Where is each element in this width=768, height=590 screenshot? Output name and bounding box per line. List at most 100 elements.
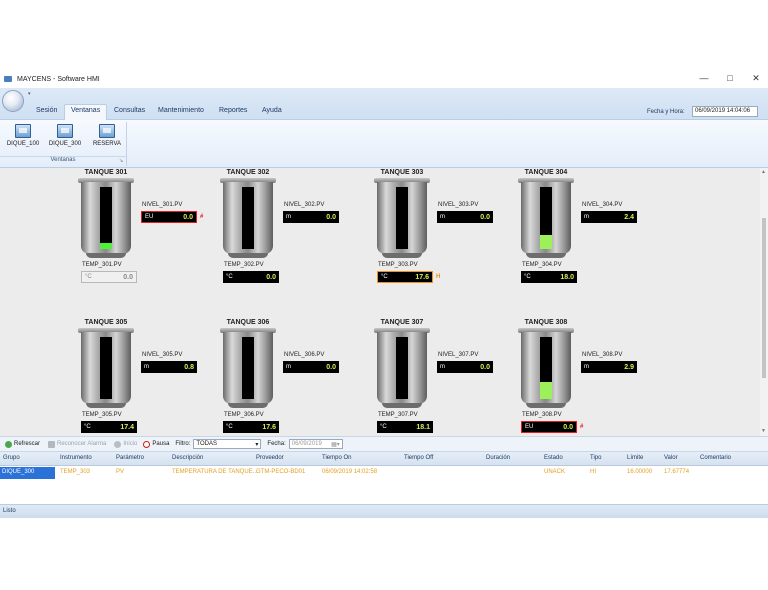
level-tag-label: NIVEL_303.PV bbox=[438, 202, 479, 208]
tab-reportes[interactable]: Reportes bbox=[219, 107, 248, 114]
datetime-field[interactable]: 06/09/2019 14:04:06 bbox=[692, 106, 758, 117]
temp-value-display[interactable]: °C 17.4 bbox=[81, 421, 137, 433]
date-label: Fecha: bbox=[267, 441, 286, 447]
vertical-scrollbar[interactable]: ▲ ▼ bbox=[760, 168, 768, 436]
level-value: 0.0 bbox=[480, 213, 490, 221]
tab-sesion[interactable]: Sesión bbox=[36, 107, 58, 114]
minimize-button[interactable]: — bbox=[699, 73, 709, 83]
window-title: MAYCENS - Software HMI bbox=[17, 75, 100, 83]
tank-graphic[interactable] bbox=[78, 328, 134, 410]
table-cell[interactable]: 16.00000 bbox=[627, 469, 653, 475]
column-header[interactable]: Proveedor bbox=[256, 455, 284, 461]
table-cell[interactable]: 17.67774 bbox=[664, 469, 690, 475]
tank-title: TANQUE 305 bbox=[84, 319, 128, 326]
status-bar: Listo bbox=[0, 504, 768, 518]
column-header[interactable]: Tipo bbox=[590, 455, 602, 461]
level-value-display[interactable]: m 0.0 bbox=[283, 211, 339, 223]
temp-value: 18.0 bbox=[560, 273, 574, 281]
table-cell[interactable]: PV bbox=[116, 469, 125, 475]
maximize-button[interactable]: □ bbox=[727, 73, 733, 83]
temp-value-display[interactable]: °C 0.0 bbox=[223, 271, 279, 283]
refresh-button[interactable]: Refrescar bbox=[5, 440, 40, 448]
level-bar bbox=[540, 187, 552, 249]
tank-rim bbox=[374, 178, 430, 183]
column-header[interactable]: Estado bbox=[544, 455, 563, 461]
temp-value-display[interactable]: °C 18.1 bbox=[377, 421, 433, 433]
tank-graphic[interactable] bbox=[220, 178, 276, 260]
tank-graphic[interactable] bbox=[220, 328, 276, 410]
monitor-icon bbox=[99, 124, 115, 138]
ack-alarm-button[interactable]: Reconocer Alarma bbox=[48, 440, 106, 448]
start-button[interactable]: Inicio bbox=[114, 440, 137, 448]
tank-graphic[interactable] bbox=[374, 328, 430, 410]
column-header[interactable]: Grupo bbox=[3, 455, 20, 461]
dique-300-button[interactable]: DIQUE_300 bbox=[48, 124, 82, 154]
scrollbar-thumb[interactable] bbox=[762, 218, 766, 378]
application-menu-orb[interactable] bbox=[2, 90, 24, 112]
temp-tag-label: TEMP_308.PV bbox=[522, 412, 562, 418]
tab-ventanas[interactable]: Ventanas bbox=[64, 104, 108, 121]
level-value-display[interactable]: m 2.9 bbox=[581, 361, 637, 373]
tank-base bbox=[86, 403, 126, 408]
temp-value-display[interactable]: °C 17.6 bbox=[223, 421, 279, 433]
reserva-button[interactable]: RESERVA bbox=[90, 124, 124, 154]
column-header[interactable]: Tiempo Off bbox=[404, 455, 434, 461]
table-row[interactable]: DIQUE_300 TEMP_303 PV TEMPERATURA DE TANQUE… bbox=[0, 467, 768, 479]
level-value-display[interactable]: m 0.0 bbox=[437, 211, 493, 223]
table-cell[interactable]: 06/09/2019 14:02:58 bbox=[322, 469, 378, 475]
monitor-icon bbox=[57, 124, 73, 138]
tab-ayuda[interactable]: Ayuda bbox=[262, 107, 282, 114]
column-header[interactable]: Descripción bbox=[172, 455, 204, 461]
tank-base bbox=[526, 253, 566, 258]
table-cell[interactable]: HI bbox=[590, 469, 596, 475]
column-header[interactable]: Valor bbox=[664, 455, 678, 461]
scroll-up-icon[interactable]: ▲ bbox=[761, 169, 766, 175]
pause-button[interactable]: Pausa bbox=[143, 440, 169, 448]
dique-100-button[interactable]: DIQUE_100 bbox=[6, 124, 40, 154]
column-header[interactable]: Instrumento bbox=[60, 455, 92, 461]
chevron-down-icon: ▾ bbox=[255, 441, 259, 448]
quick-access-arrow-icon[interactable]: ▾ bbox=[28, 91, 31, 97]
level-unit: m bbox=[440, 364, 445, 370]
level-value-display[interactable]: m 0.8 bbox=[141, 361, 197, 373]
level-value-display[interactable]: EU 0.0 bbox=[141, 211, 197, 223]
ribbon-panel: DIQUE_100 DIQUE_300 RESERVA Ventanas ↘ bbox=[0, 120, 768, 168]
column-header[interactable]: Duración bbox=[486, 455, 511, 461]
column-header[interactable]: Comentario bbox=[700, 455, 732, 461]
level-value-display[interactable]: m 2.4 bbox=[581, 211, 637, 223]
alarm-grid-header: Grupo Instrumento Parámetro Descripción Prov… bbox=[0, 452, 768, 466]
level-unit: m bbox=[286, 214, 291, 220]
tank-graphic[interactable] bbox=[374, 178, 430, 260]
refresh-icon bbox=[5, 440, 12, 448]
table-cell[interactable]: TEMP_303 bbox=[60, 469, 91, 475]
temp-value-display[interactable]: °C 18.0 bbox=[521, 271, 577, 283]
alarm-toolbar: Refrescar Reconocer Alarma Inicio Pausa … bbox=[0, 436, 768, 452]
level-bar bbox=[396, 187, 408, 249]
column-header[interactable]: Parámetro bbox=[116, 455, 145, 461]
filter-select[interactable]: TODAS▾ bbox=[193, 439, 262, 449]
column-header[interactable]: Límite bbox=[627, 455, 644, 461]
level-value-display[interactable]: m 0.0 bbox=[437, 361, 493, 373]
temp-tag-label: TEMP_305.PV bbox=[82, 412, 122, 418]
tank-base bbox=[228, 403, 268, 408]
temp-value-display[interactable]: °C 17.6 bbox=[377, 271, 433, 283]
table-cell[interactable]: UNACK bbox=[544, 469, 566, 475]
table-cell[interactable]: GTM-PECO-BD01 bbox=[256, 469, 306, 475]
dialog-launcher-icon[interactable]: ↘ bbox=[119, 158, 124, 164]
close-button[interactable]: ✕ bbox=[752, 73, 760, 83]
column-header[interactable]: Tiempo On bbox=[322, 455, 352, 461]
tank-rim bbox=[220, 328, 276, 333]
tab-mantenimiento[interactable]: Mantenimiento bbox=[158, 107, 204, 114]
tank-graphic[interactable] bbox=[518, 328, 574, 410]
temp-value-display[interactable]: EU 0.0 bbox=[521, 421, 577, 433]
level-unit: m bbox=[584, 364, 589, 370]
tab-consultas[interactable]: Consultas bbox=[114, 107, 146, 114]
date-picker[interactable]: 06/09/2019▦▾ bbox=[288, 439, 343, 449]
table-cell[interactable]: DIQUE_300 bbox=[0, 467, 55, 479]
tank-graphic[interactable] bbox=[518, 178, 574, 260]
table-cell[interactable]: TEMPERATURA DE TANQUE... bbox=[172, 469, 258, 475]
level-value-display[interactable]: m 0.0 bbox=[283, 361, 339, 373]
scroll-down-icon[interactable]: ▼ bbox=[761, 428, 766, 434]
temp-value-display[interactable]: °C 0.0 bbox=[81, 271, 137, 283]
tank-graphic[interactable] bbox=[78, 178, 134, 260]
